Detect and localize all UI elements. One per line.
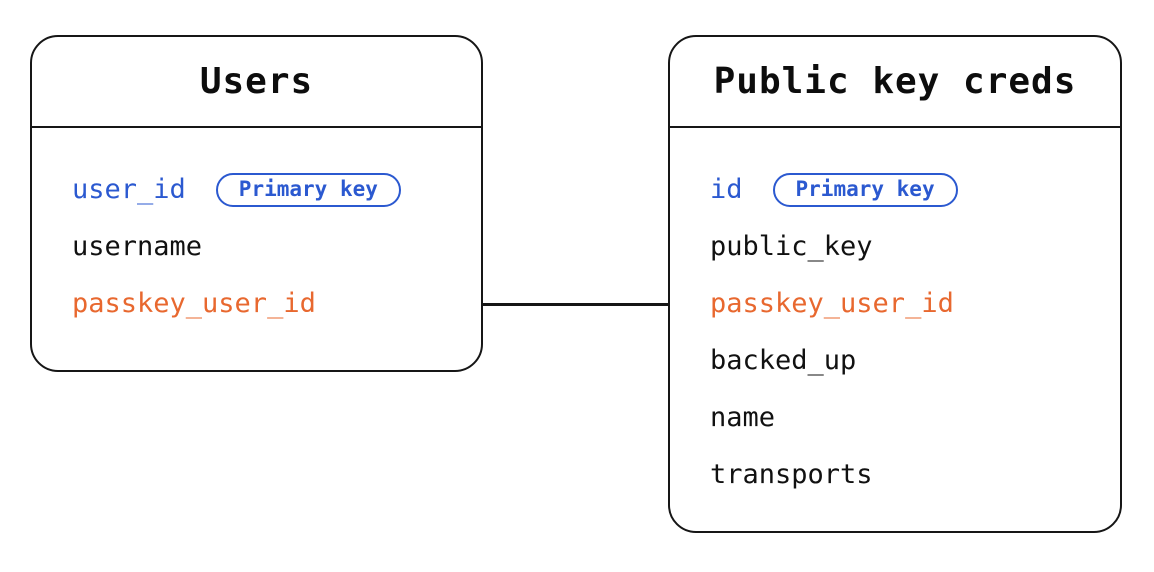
- field-row-passkey-user-id: passkey_user_id: [710, 275, 1120, 332]
- table-public-key-creds-header: Public key creds: [670, 37, 1120, 128]
- field-name-username: username: [72, 231, 203, 262]
- table-public-key-creds: Public key creds id Primary key public_k…: [668, 35, 1122, 533]
- field-name-passkey-user-id: passkey_user_id: [710, 288, 954, 319]
- field-row-user-id: user_id Primary key: [72, 161, 481, 218]
- field-name-user-id: user_id: [72, 174, 186, 205]
- table-users-header: Users: [32, 37, 481, 128]
- table-users-body: user_id Primary key username passkey_use…: [32, 128, 481, 332]
- field-name-public-key: public_key: [710, 231, 873, 262]
- primary-key-badge: Primary key: [215, 172, 401, 207]
- field-name-name: name: [710, 402, 776, 433]
- table-public-key-creds-title: Public key creds: [713, 61, 1077, 102]
- field-row-name: name: [710, 389, 1120, 446]
- field-row-username: username: [72, 218, 481, 275]
- field-row-passkey-user-id: passkey_user_id: [72, 275, 481, 332]
- table-public-key-creds-body: id Primary key public_key passkey_user_i…: [670, 128, 1120, 503]
- primary-key-badge: Primary key: [772, 172, 958, 207]
- field-name-backed-up: backed_up: [710, 345, 857, 376]
- field-name-id: id: [710, 174, 743, 205]
- field-name-passkey-user-id: passkey_user_id: [72, 288, 316, 319]
- field-row-public-key: public_key: [710, 218, 1120, 275]
- field-row-transports: transports: [710, 446, 1120, 503]
- table-users: Users user_id Primary key username passk…: [30, 35, 483, 372]
- field-row-id: id Primary key: [710, 161, 1120, 218]
- field-row-backed-up: backed_up: [710, 332, 1120, 389]
- field-name-transports: transports: [710, 459, 873, 490]
- table-users-title: Users: [199, 61, 314, 102]
- relationship-line: [481, 303, 670, 306]
